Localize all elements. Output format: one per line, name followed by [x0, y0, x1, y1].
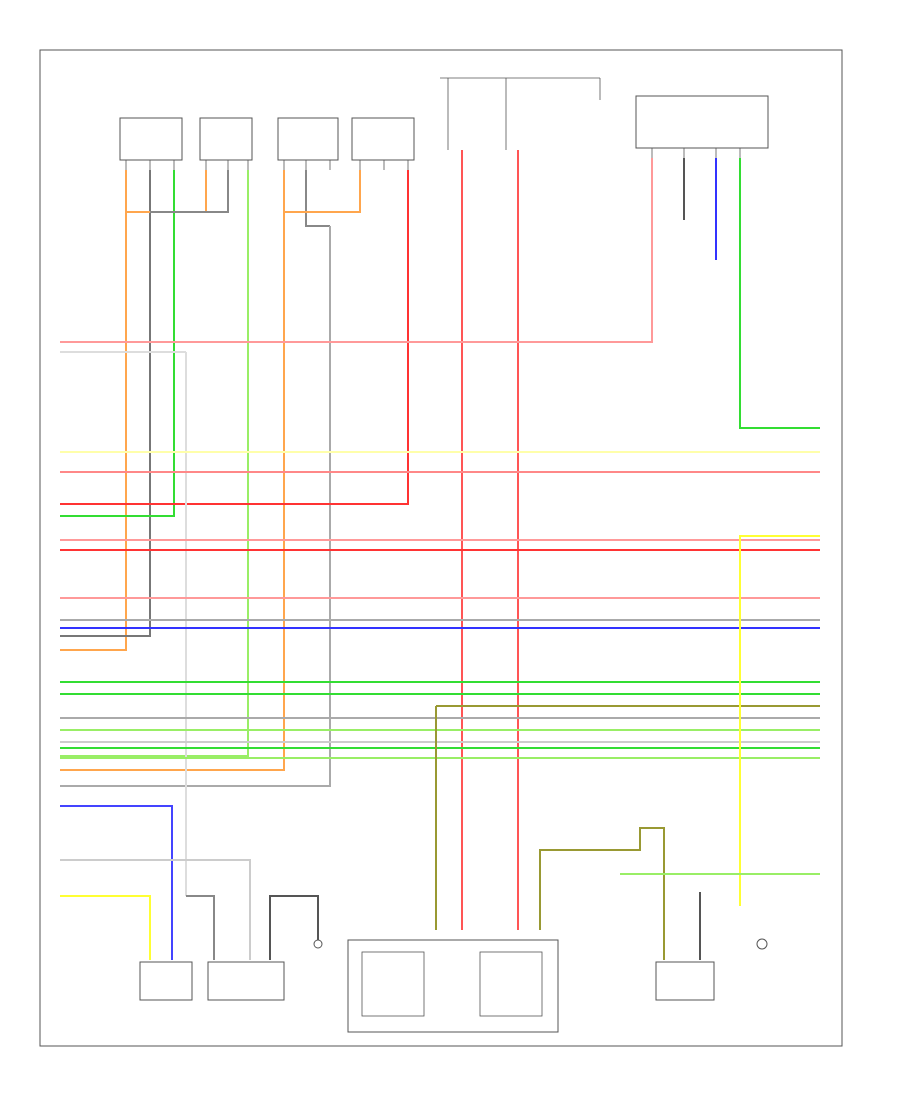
wire-module-pink: [60, 158, 653, 343]
top-sensor-2: [199, 117, 253, 170]
bottom-left-sensor: [139, 961, 193, 1001]
wire-gray-bottom-left: [186, 895, 215, 960]
wire-orange-2: [126, 170, 207, 213]
wire-module-green: [739, 158, 820, 429]
bus-wires: [60, 351, 820, 896]
wire-green-1: [60, 170, 175, 517]
wire-orange-4: [284, 170, 361, 213]
wire-blue-bottom-left: [60, 805, 173, 960]
bottom-mid-module: [207, 961, 285, 1001]
top-sensor-1: [119, 117, 183, 170]
diagram-frame: [39, 49, 843, 1047]
wire-gray-3: [305, 170, 330, 227]
top-sensor-3: [277, 117, 339, 170]
instrument-cluster: [347, 939, 559, 1033]
bottom-switch: [313, 939, 323, 949]
wire-gray-2: [150, 170, 229, 213]
bottom-right-sensor-2: [756, 938, 768, 950]
wire-yellow-bottom-left: [60, 895, 151, 960]
wire-light-green-2: [60, 170, 249, 757]
top-sensor-4: [351, 117, 415, 170]
bottom-right-sensor-1: [655, 961, 715, 1001]
wire-orange-3: [60, 170, 285, 771]
wire-white-bottom-left: [60, 859, 251, 960]
wire-orange-1: [60, 170, 127, 651]
wire-red-4: [60, 170, 409, 505]
wire-yellow-right: [739, 535, 820, 906]
top-right-module: [635, 95, 769, 158]
wire-olive-right: [539, 827, 665, 960]
wire-gray-1: [60, 170, 151, 637]
wire-gray-4: [60, 226, 331, 787]
wire-bottom-switch: [269, 895, 319, 960]
top-power-source: [440, 77, 601, 150]
